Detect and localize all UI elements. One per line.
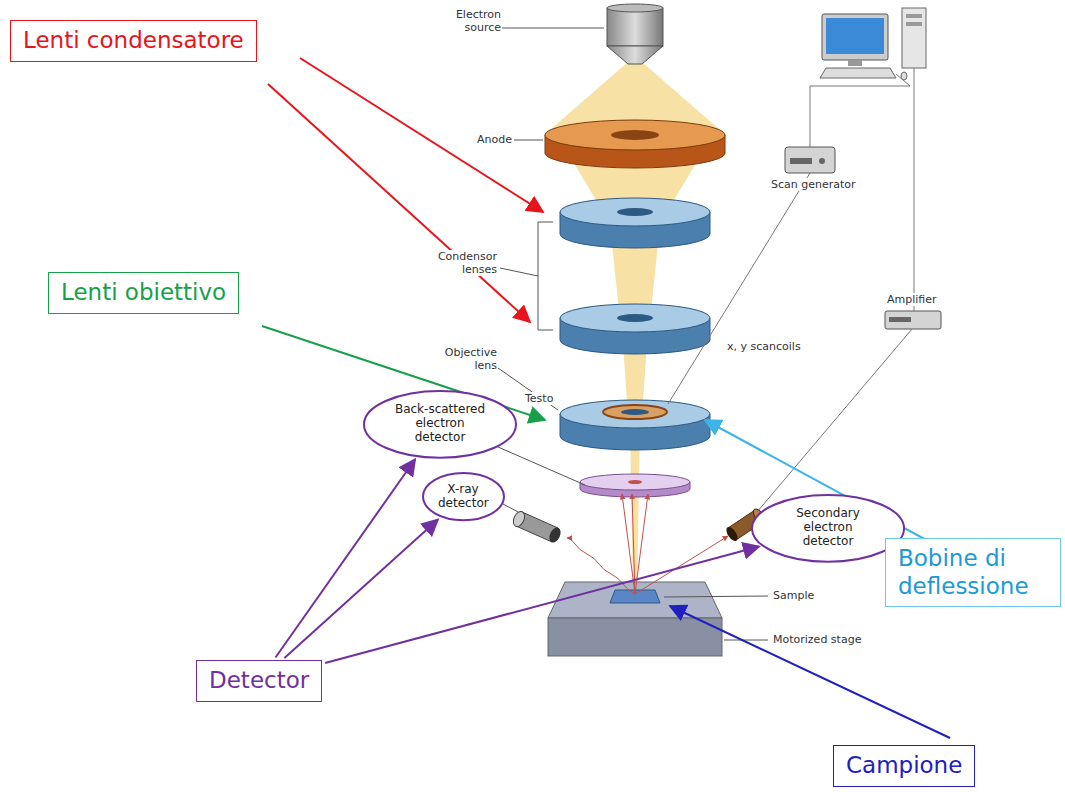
callout-box: Lenti obiettivo — [48, 272, 239, 314]
callout-box: Detector — [196, 660, 322, 702]
node-text: Bobine di deflessione — [898, 545, 1048, 600]
leader-line — [503, 504, 518, 512]
node-text: Detector — [209, 667, 309, 695]
node-text: Back-scattered electron detector — [390, 403, 490, 444]
condenser-lens — [560, 304, 710, 354]
node-text: Lenti obiettivo — [61, 279, 226, 307]
detector-arrow — [284, 520, 438, 658]
callout-box: Lenti condensatore — [10, 20, 257, 62]
objective-lens — [560, 400, 710, 450]
callout-box: Campione — [833, 745, 975, 787]
part-label: Condensor lenses — [432, 250, 498, 276]
ellipse-outline — [423, 473, 504, 520]
callout-arrows — [262, 58, 950, 738]
part-label: x, y scancoils — [726, 340, 802, 353]
condenser-lens — [560, 198, 710, 248]
bracket — [500, 222, 553, 330]
leader-line — [498, 368, 558, 410]
emitted-signals — [567, 494, 728, 594]
amplifier — [885, 311, 941, 329]
part-label: Scan generator — [770, 178, 857, 191]
leader-line — [724, 640, 768, 641]
callout-box: Bobine di deflessione — [885, 538, 1061, 607]
wires — [668, 68, 914, 512]
node-text: Campione — [846, 752, 962, 780]
detector-ellipse: X-ray detector — [422, 472, 505, 521]
detector-arrow — [325, 546, 759, 663]
part-label: Testo — [524, 392, 554, 405]
part-label: Motorized stage — [772, 633, 862, 646]
node-text: X-ray detector — [438, 483, 488, 511]
detector-ellipse: Secondary electron detector — [751, 494, 905, 563]
part-label: Anode — [476, 133, 513, 146]
part-label: Sample — [772, 589, 815, 602]
computer — [820, 8, 926, 80]
leader-line — [514, 140, 543, 141]
part-label: Electron source — [440, 8, 502, 34]
anode — [545, 120, 725, 168]
detector-ellipse: Back-scattered electron detector — [363, 390, 517, 459]
part-label: Objective lens — [434, 346, 498, 372]
leader-line — [664, 596, 768, 597]
leader-line — [502, 28, 604, 29]
bse-detector — [580, 474, 690, 497]
ellipse-outline — [752, 495, 904, 562]
node-text: Lenti condensatore — [23, 27, 244, 55]
ellipse-outline — [364, 391, 516, 458]
scan-generator — [785, 147, 835, 173]
xray-detector — [511, 510, 563, 545]
part-label: Amplifier — [886, 293, 938, 306]
scan-coils — [603, 405, 667, 419]
electron-source — [607, 4, 663, 64]
node-text: Secondary electron detector — [778, 507, 878, 548]
